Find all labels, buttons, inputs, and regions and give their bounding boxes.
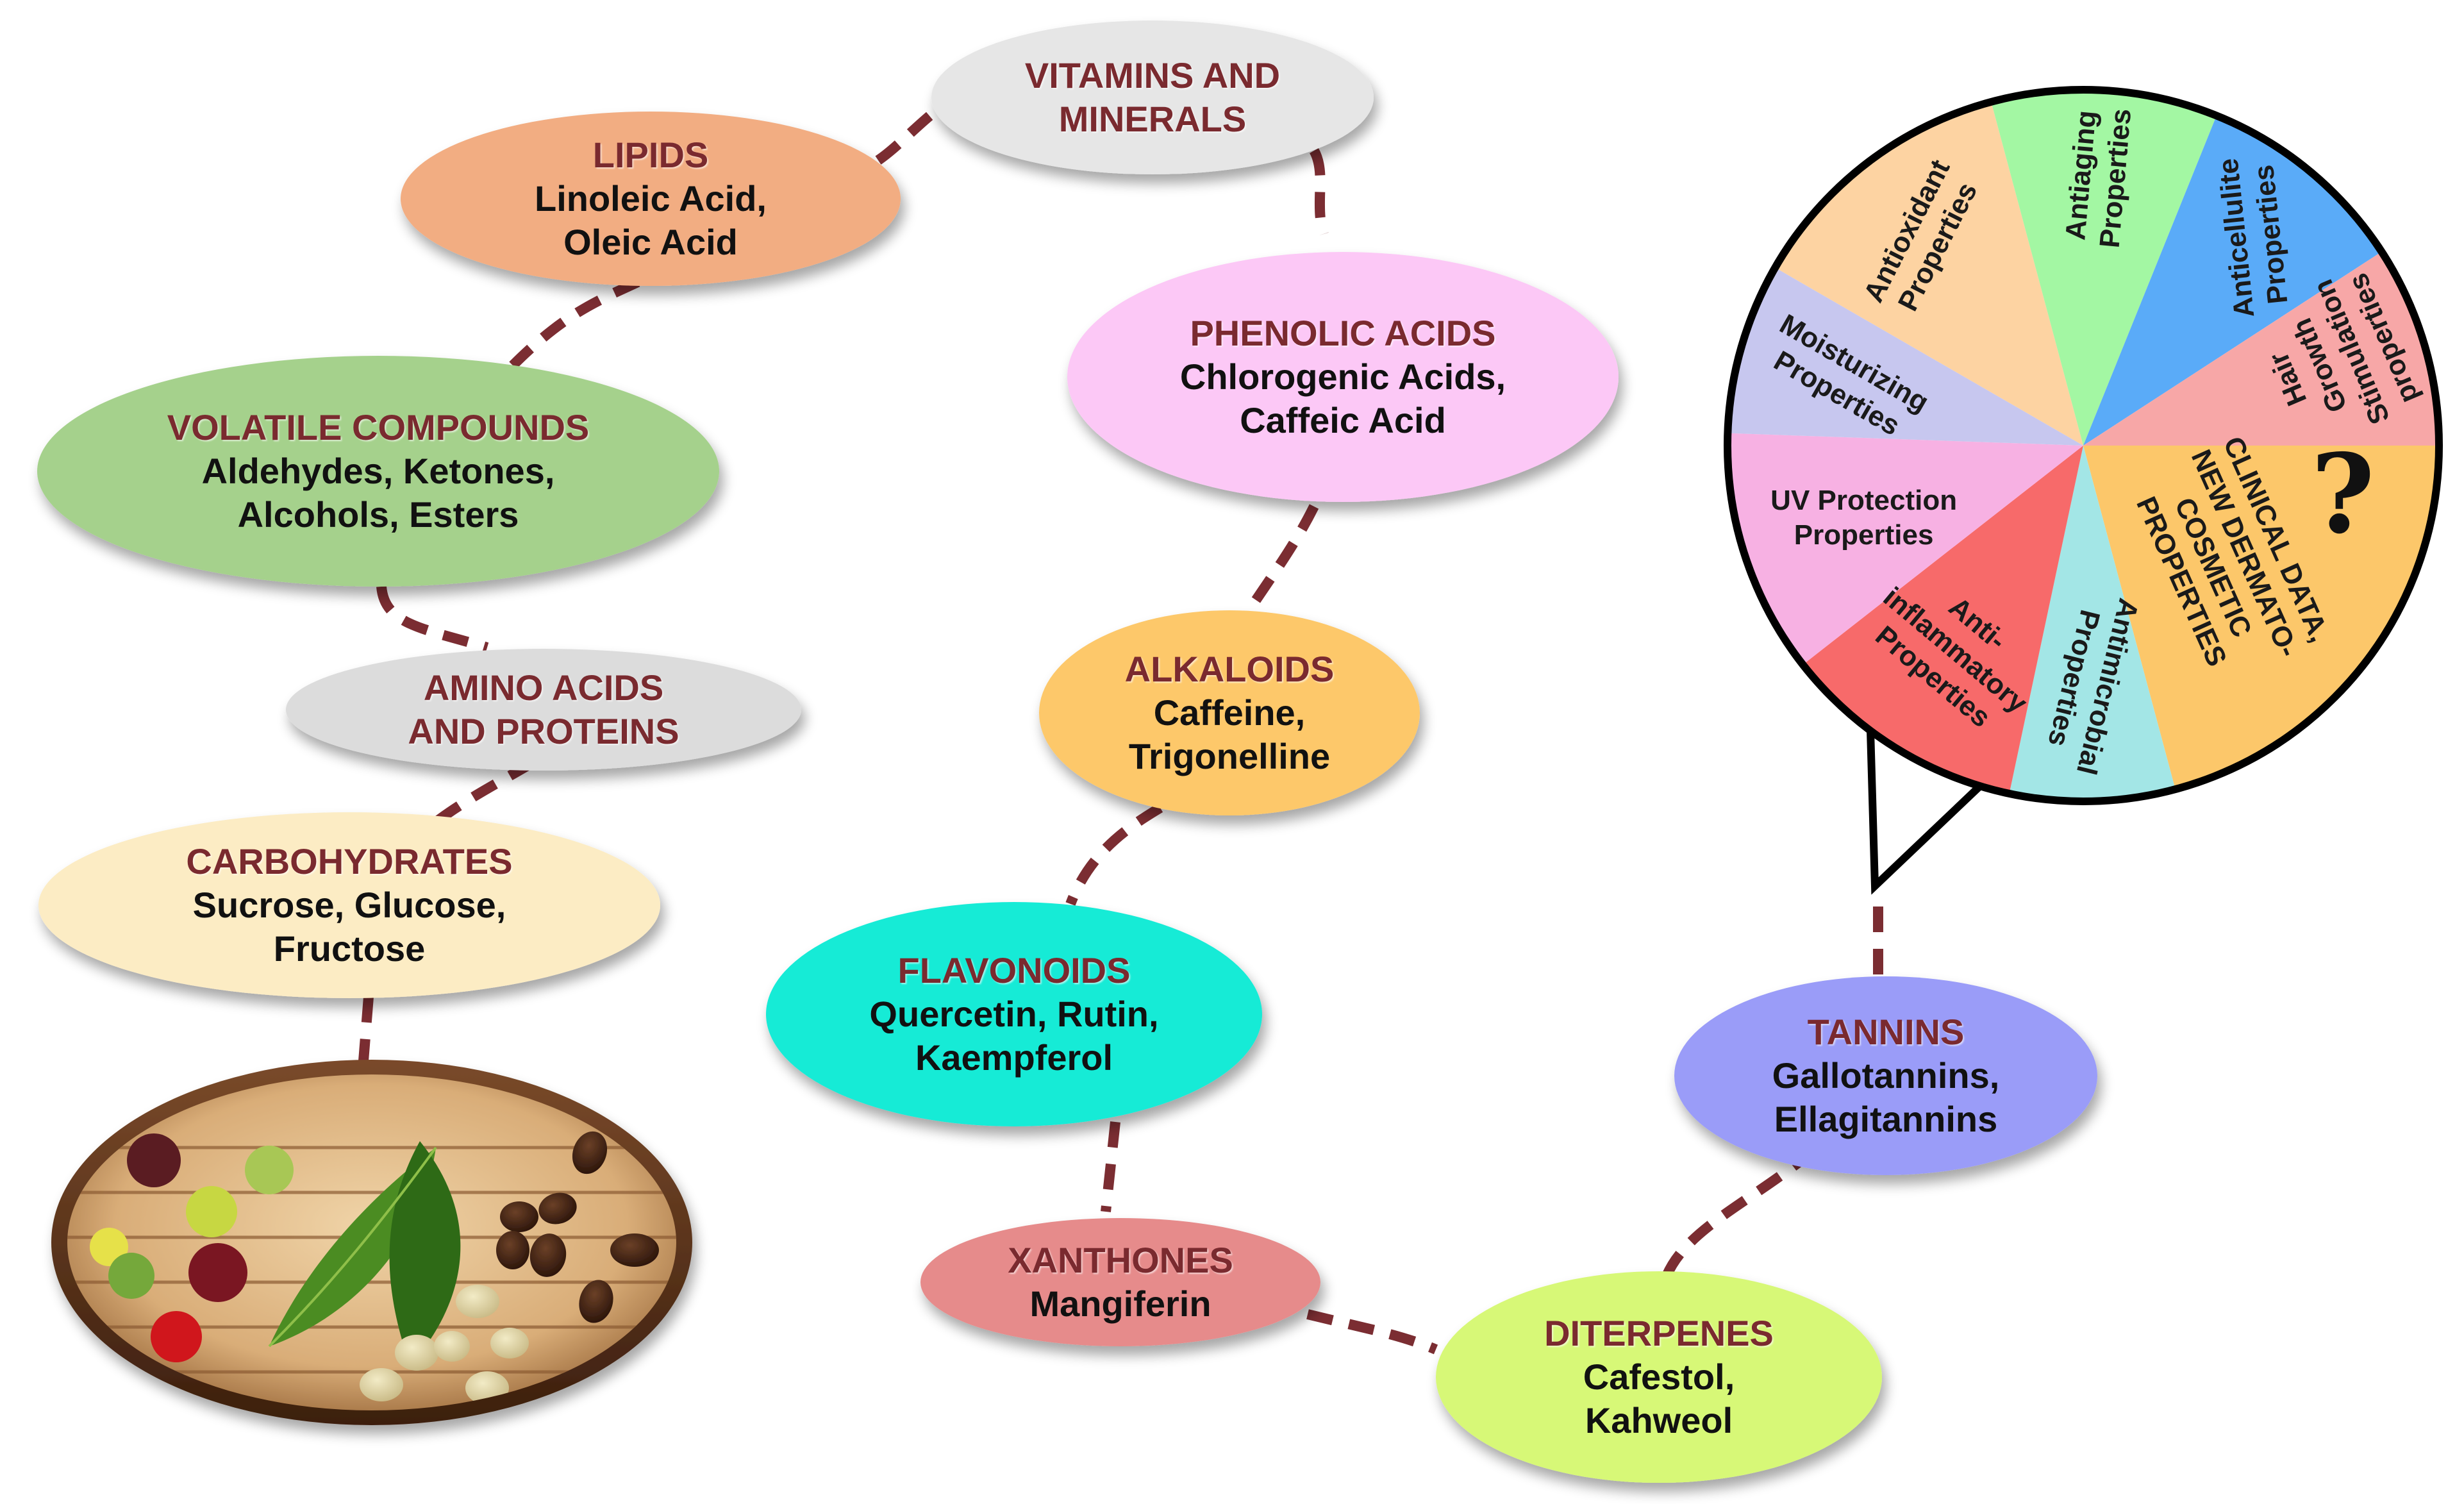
node-alkaloids-ellipse [1039, 610, 1420, 815]
node-xanthones-ellipse [920, 1218, 1320, 1346]
connector-vitamins-phenolic [1309, 148, 1329, 236]
node-tannins-ellipse [1674, 976, 2097, 1175]
wheel-segment [1727, 267, 2083, 446]
node-flavonoids-ellipse [766, 902, 1262, 1126]
wheel-segment [2083, 446, 2439, 790]
wheel-segment [1775, 101, 2083, 446]
connector-alkaloids-flavonoids [1065, 803, 1163, 906]
node-lipids-ellipse [401, 112, 901, 286]
wheel-segment [2009, 446, 2176, 801]
connector-flavonoids-xanthones [1101, 1121, 1120, 1212]
node-volatile-ellipse [37, 356, 719, 587]
wheel-label-line: UV Protection [1770, 485, 1957, 516]
connector-volatile-amino [376, 585, 489, 653]
wheel-segment [2083, 115, 2382, 446]
coffee-beans-and-leaves-photo [51, 1060, 692, 1425]
wheel-label-line: Properties [1794, 519, 1934, 551]
node-vitamins-ellipse [931, 21, 1374, 174]
node-amino-ellipse [286, 649, 801, 771]
wheel-segment [1991, 90, 2217, 446]
question-mark-icon: ? [2311, 430, 2375, 558]
node-diterpenes-ellipse [1436, 1271, 1882, 1483]
wheel-segment [1727, 433, 2083, 665]
node-phenolic-ellipse [1067, 252, 1619, 502]
wheel-segment [2083, 251, 2439, 446]
connector-diterpenes-tannins [1661, 1156, 1804, 1278]
dermato-cosmetic-properties-wheel: AntioxidantPropertiesAntiagingProperties… [1724, 86, 2443, 805]
node-carbs-ellipse [38, 812, 660, 998]
wheel-segment [1802, 446, 2083, 794]
connector-phenolic-alkaloids [1245, 504, 1319, 612]
connector-xanthones-diterpenes [1306, 1309, 1438, 1355]
wheel-outline [1724, 86, 2443, 805]
connector-lipids-vitamins [875, 101, 945, 165]
wheel-segment-label: AntimicrobialProperties [2036, 587, 2144, 778]
connector-lipids-volatile [509, 277, 640, 369]
